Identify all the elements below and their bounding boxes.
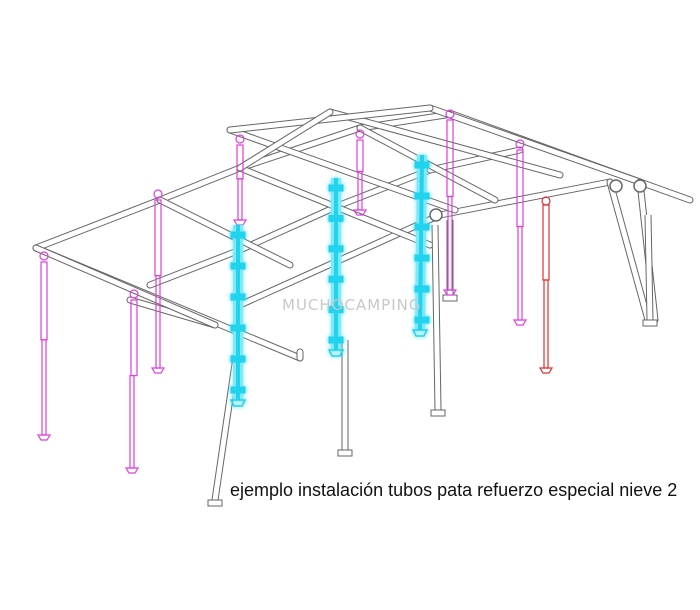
reinforcement-leg-clip-1-5 <box>328 336 344 344</box>
pink-leg-upper-2 <box>154 199 162 277</box>
reinforcement-leg-clip-0-3 <box>230 324 246 332</box>
grey-leg-foot-2 <box>430 409 446 417</box>
caption: ejemplo instalación tubos pata refuerzo … <box>230 480 678 500</box>
reinforcement-leg-clip-2-3 <box>414 254 430 262</box>
pink-leg-foot-5 <box>442 289 458 296</box>
grey-leg-foot-0 <box>207 499 223 507</box>
pink-leg-upper-0 <box>40 261 48 341</box>
reinforcement-leg-clip-2-1 <box>414 192 430 200</box>
reinforcement-leg-clip-2-4 <box>414 285 430 293</box>
frame-joint-1 <box>633 179 647 193</box>
grey-leg-foot-4 <box>442 294 458 302</box>
pink-leg-6 <box>512 139 528 326</box>
pink-leg-lower-2 <box>155 275 161 369</box>
reinforcement-leg-clip-2-0 <box>414 161 430 169</box>
pink-leg-foot-6 <box>512 319 528 326</box>
reinforcement-leg-clip-1-0 <box>328 184 344 192</box>
pink-leg-4 <box>352 129 368 216</box>
pink-leg-1 <box>124 289 140 474</box>
pink-leg-lower-3 <box>237 178 243 221</box>
reinforcement-leg-foot-1 <box>327 349 345 357</box>
pink-leg-foot-1 <box>124 467 140 474</box>
grey-leg-foot-1 <box>337 449 353 457</box>
reinforcement-leg-clip-0-1 <box>230 262 246 270</box>
pink-leg-upper-5 <box>446 119 454 198</box>
special-leg-foot <box>538 367 554 374</box>
pink-leg-clamp-0 <box>39 251 49 261</box>
pink-leg-upper-4 <box>356 139 364 173</box>
frame-joint-2 <box>429 208 443 222</box>
pink-leg-foot-0 <box>36 434 52 441</box>
reinforcement-leg-foot-0 <box>229 399 247 407</box>
reinforcement-leg-clip-0-0 <box>230 231 246 239</box>
pink-leg-clamp-3 <box>235 134 245 144</box>
reinforcement-leg-clip-1-2 <box>328 245 344 253</box>
pink-leg-upper-3 <box>236 144 244 180</box>
frame-joint-0 <box>609 179 623 193</box>
grey-leg-foot-3 <box>642 319 658 327</box>
special-leg-lower <box>543 279 549 369</box>
pink-leg-foot-2 <box>150 367 166 374</box>
pink-leg-lower-6 <box>517 225 523 321</box>
reinforcement-leg-clip-0-4 <box>230 355 246 363</box>
reinforcement-leg-clip-0-2 <box>230 293 246 301</box>
pink-leg-0 <box>36 251 52 441</box>
pink-telescopic-legs <box>36 109 528 474</box>
pink-leg-clamp-5 <box>445 109 455 119</box>
reinforcement-leg-tube-2 <box>418 154 424 331</box>
reinforcement-leg-0 <box>229 225 247 407</box>
pink-leg-clamp-4 <box>355 129 365 139</box>
watermark: MUCHOCAMPING <box>282 296 422 314</box>
pink-leg-clamp-1 <box>129 289 139 299</box>
pink-leg-3 <box>232 134 248 226</box>
pink-leg-5 <box>442 109 458 296</box>
reinforcement-leg-2 <box>411 154 430 337</box>
special-snow-leg <box>538 196 554 374</box>
special-leg-upper <box>542 204 550 281</box>
reinforcement-leg-clip-2-2 <box>414 223 430 231</box>
pink-leg-2 <box>150 189 166 374</box>
reinforcement-leg-clip-1-4 <box>328 306 344 314</box>
reinforcement-legs <box>229 154 430 407</box>
reinforcement-leg-clip-2-5 <box>414 316 430 324</box>
reinforcement-leg-clip-0-5 <box>230 386 246 394</box>
reinforcement-leg-clip-1-3 <box>328 275 344 283</box>
reinforcement-leg-foot-2 <box>411 329 429 337</box>
pink-leg-foot-3 <box>232 219 248 226</box>
special-leg-clamp <box>541 196 551 206</box>
pink-leg-lower-1 <box>129 375 135 469</box>
pink-leg-foot-4 <box>352 209 368 216</box>
pink-leg-clamp-2 <box>153 189 163 199</box>
pink-leg-clamp-6 <box>515 139 525 149</box>
pink-leg-lower-0 <box>41 339 47 436</box>
reinforcement-leg-1 <box>327 178 345 357</box>
pink-leg-upper-1 <box>130 299 138 377</box>
reinforcement-leg-clip-1-1 <box>328 214 344 222</box>
